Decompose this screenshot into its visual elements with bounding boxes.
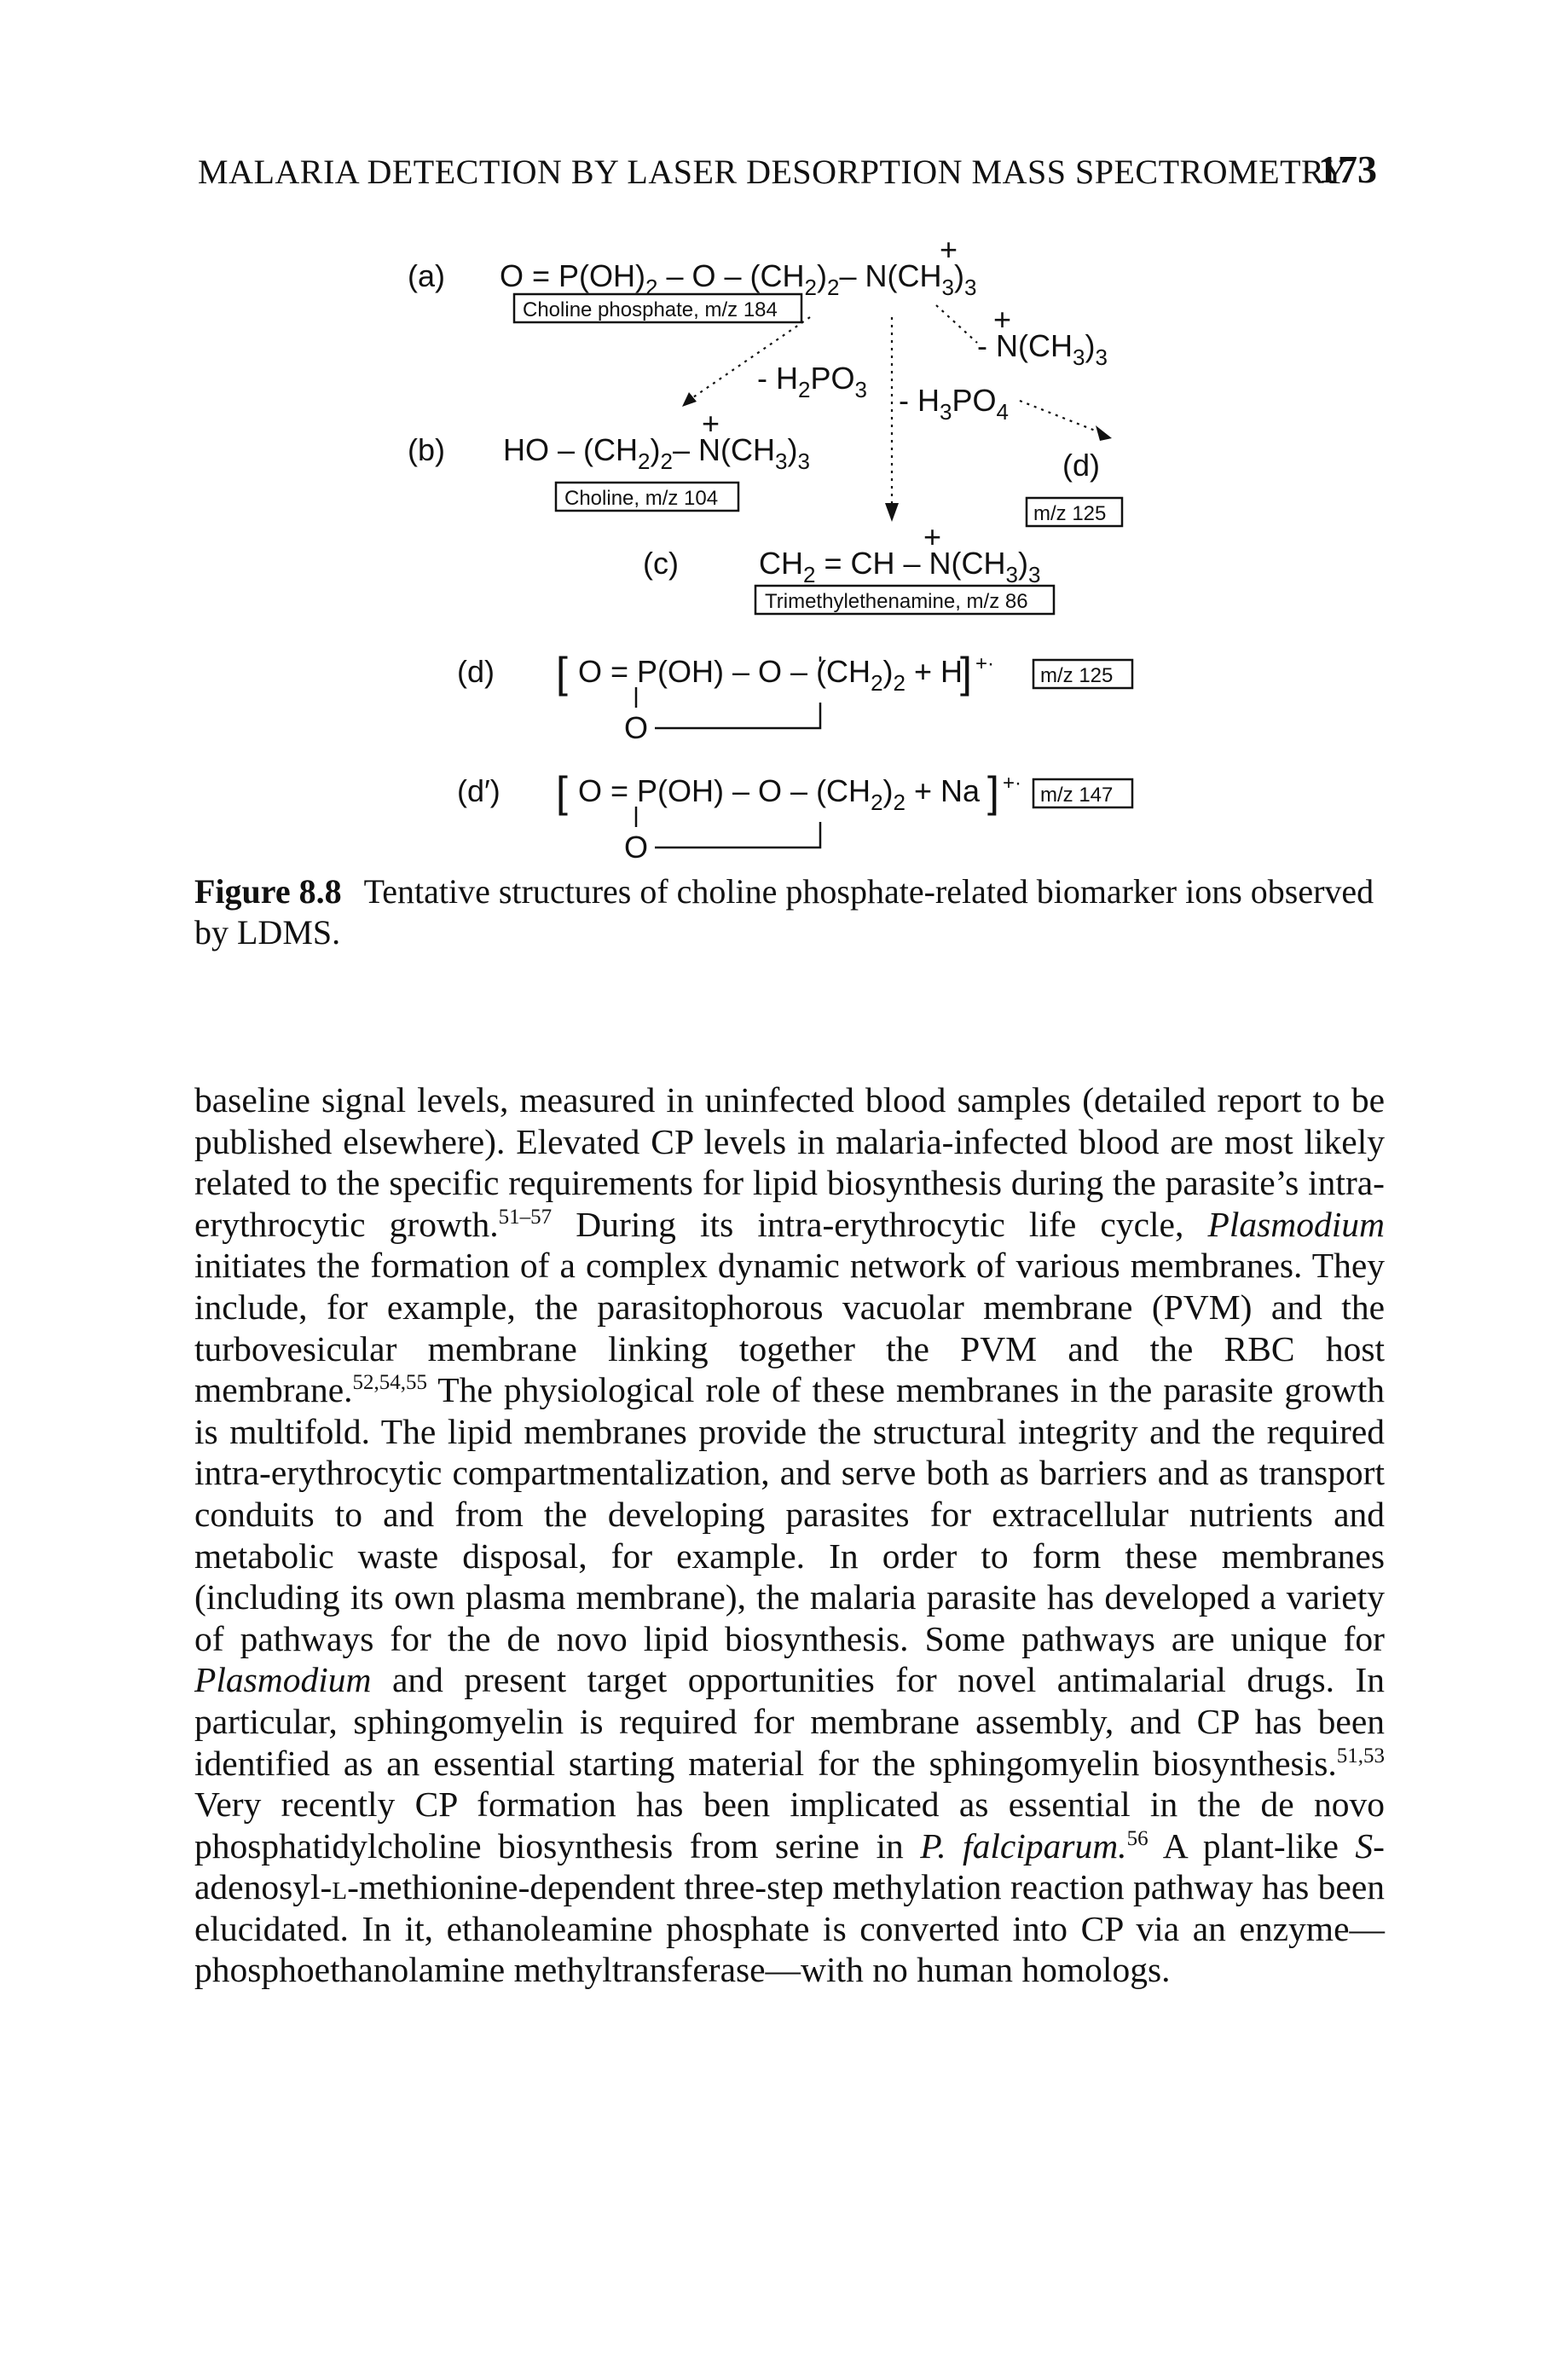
body-text-run: A plant-like: [1148, 1825, 1356, 1866]
running-header: MALARIA DETECTION BY LASER DESORPTION MA…: [198, 153, 1348, 191]
arrowhead-to-c: [885, 503, 899, 522]
bracket-close-d: ]: [960, 649, 972, 697]
label-a: (a): [408, 258, 445, 293]
box-choline-phosphate: [512, 292, 803, 324]
box-mz147: [1032, 778, 1134, 809]
ring-oxygen-dprime: O: [624, 830, 648, 865]
box-label-trimethylethenamine: Trimethylethenamine, m/z 86: [765, 590, 1028, 613]
label-b: (b): [408, 432, 445, 467]
small-caps-l: l: [332, 1867, 348, 1907]
body-text-run: -adenosyl-: [194, 1825, 1385, 1907]
figure-8-8-diagram: .ft { font-family: "Liberation Sans", "D…: [408, 232, 1134, 865]
body-text-run: initiates the formation of a complex dyn…: [194, 1246, 1385, 1410]
box-label-mz125: m/z 125: [1040, 664, 1113, 687]
bracket-close-dprime: ]: [987, 768, 999, 816]
italic-s-prefix: S: [1355, 1825, 1374, 1866]
label-d-right: (d): [1062, 448, 1100, 483]
italic-genus: Plasmodium: [1207, 1204, 1386, 1244]
box-label-choline-phosphate: Choline phosphate, m/z 184: [523, 298, 778, 321]
label-d-row: (d): [457, 654, 495, 689]
body-text-run: and present target opportunities for nov…: [194, 1660, 1385, 1783]
body-text-run: -methionine-dependent three-step methyla…: [194, 1867, 1385, 1990]
loss-nch3: - N(CH3)3: [977, 328, 1108, 370]
body-text-run: During its intra-erythrocytic life cycle…: [552, 1204, 1208, 1244]
formula-trimethylethenamine: CH2 = CH – N(CH3)3: [759, 546, 1040, 587]
charge-nloss: +: [993, 302, 1011, 337]
bracket-open-d: [: [556, 649, 568, 697]
box-choline: [554, 481, 740, 512]
reference-superscript: 52,54,55: [352, 1371, 428, 1395]
formula-choline: HO – (CH2)2– N(CH3)3: [503, 432, 810, 474]
body-text-run: Very recently CP formation has been impl…: [194, 1785, 1385, 1866]
page-number: 173: [1318, 148, 1377, 191]
body-text-run: baseline signal levels, measured in unin…: [194, 1080, 1385, 1244]
figure-label: Figure 8.8: [194, 872, 342, 911]
dotted-arrow-to-b: [690, 316, 811, 400]
formula-d: O = P(OH) – O – (CH2)2 + H: [578, 654, 963, 696]
box-mz125: [1032, 658, 1134, 690]
box-label-choline: Choline, m/z 104: [564, 487, 718, 510]
charge-d-row: +·: [975, 652, 994, 675]
dotted-arrow-to-nloss-upper: [935, 304, 978, 344]
italic-genus: Plasmodium: [194, 1660, 372, 1700]
box-label-mz125-right: m/z 125: [1033, 502, 1106, 525]
loss-h3po4: - H3PO4: [899, 383, 1009, 425]
arrowhead-to-d: [1096, 425, 1112, 441]
reference-superscript: 51,53: [1336, 1744, 1385, 1767]
arrowhead-to-b: [682, 392, 697, 407]
ring-oxygen-d: O: [624, 710, 648, 745]
formula-dprime: O = P(OH) – O – (CH2)2 + Na: [578, 773, 981, 815]
formula-choline-phosphate: O = P(OH)2 – O – (CH2)2– N(CH3)3: [500, 258, 976, 300]
bracket-open-dprime: [: [556, 768, 568, 816]
charge-c: +: [923, 519, 941, 554]
ring-bond-d: [655, 703, 822, 730]
body-text-run: The physiological role of these membrane…: [194, 1370, 1385, 1658]
ring-bond-dprime: [655, 822, 822, 849]
loss-h2po3: - H2PO3: [757, 361, 867, 402]
charge-a: +: [940, 232, 958, 267]
reference-superscript: 51–57: [498, 1205, 553, 1229]
caption-text: Tentative structures of choline phosphat…: [194, 872, 1374, 952]
label-c: (c): [643, 546, 679, 581]
reference-superscript: 56: [1126, 1826, 1149, 1850]
charge-dprime-row: +·: [1003, 772, 1021, 795]
charge-b: +: [702, 406, 720, 441]
dotted-arrow-to-d: [1019, 399, 1102, 435]
box-mz125-right: [1025, 496, 1124, 528]
italic-species: P. falciparum.: [920, 1825, 1127, 1866]
box-trimethylethenamine: [754, 584, 1056, 616]
box-label-mz147: m/z 147: [1040, 784, 1113, 807]
label-dprime-row: (d′): [457, 773, 500, 808]
body-paragraph: baseline signal levels, measured in unin…: [194, 1079, 1385, 1991]
